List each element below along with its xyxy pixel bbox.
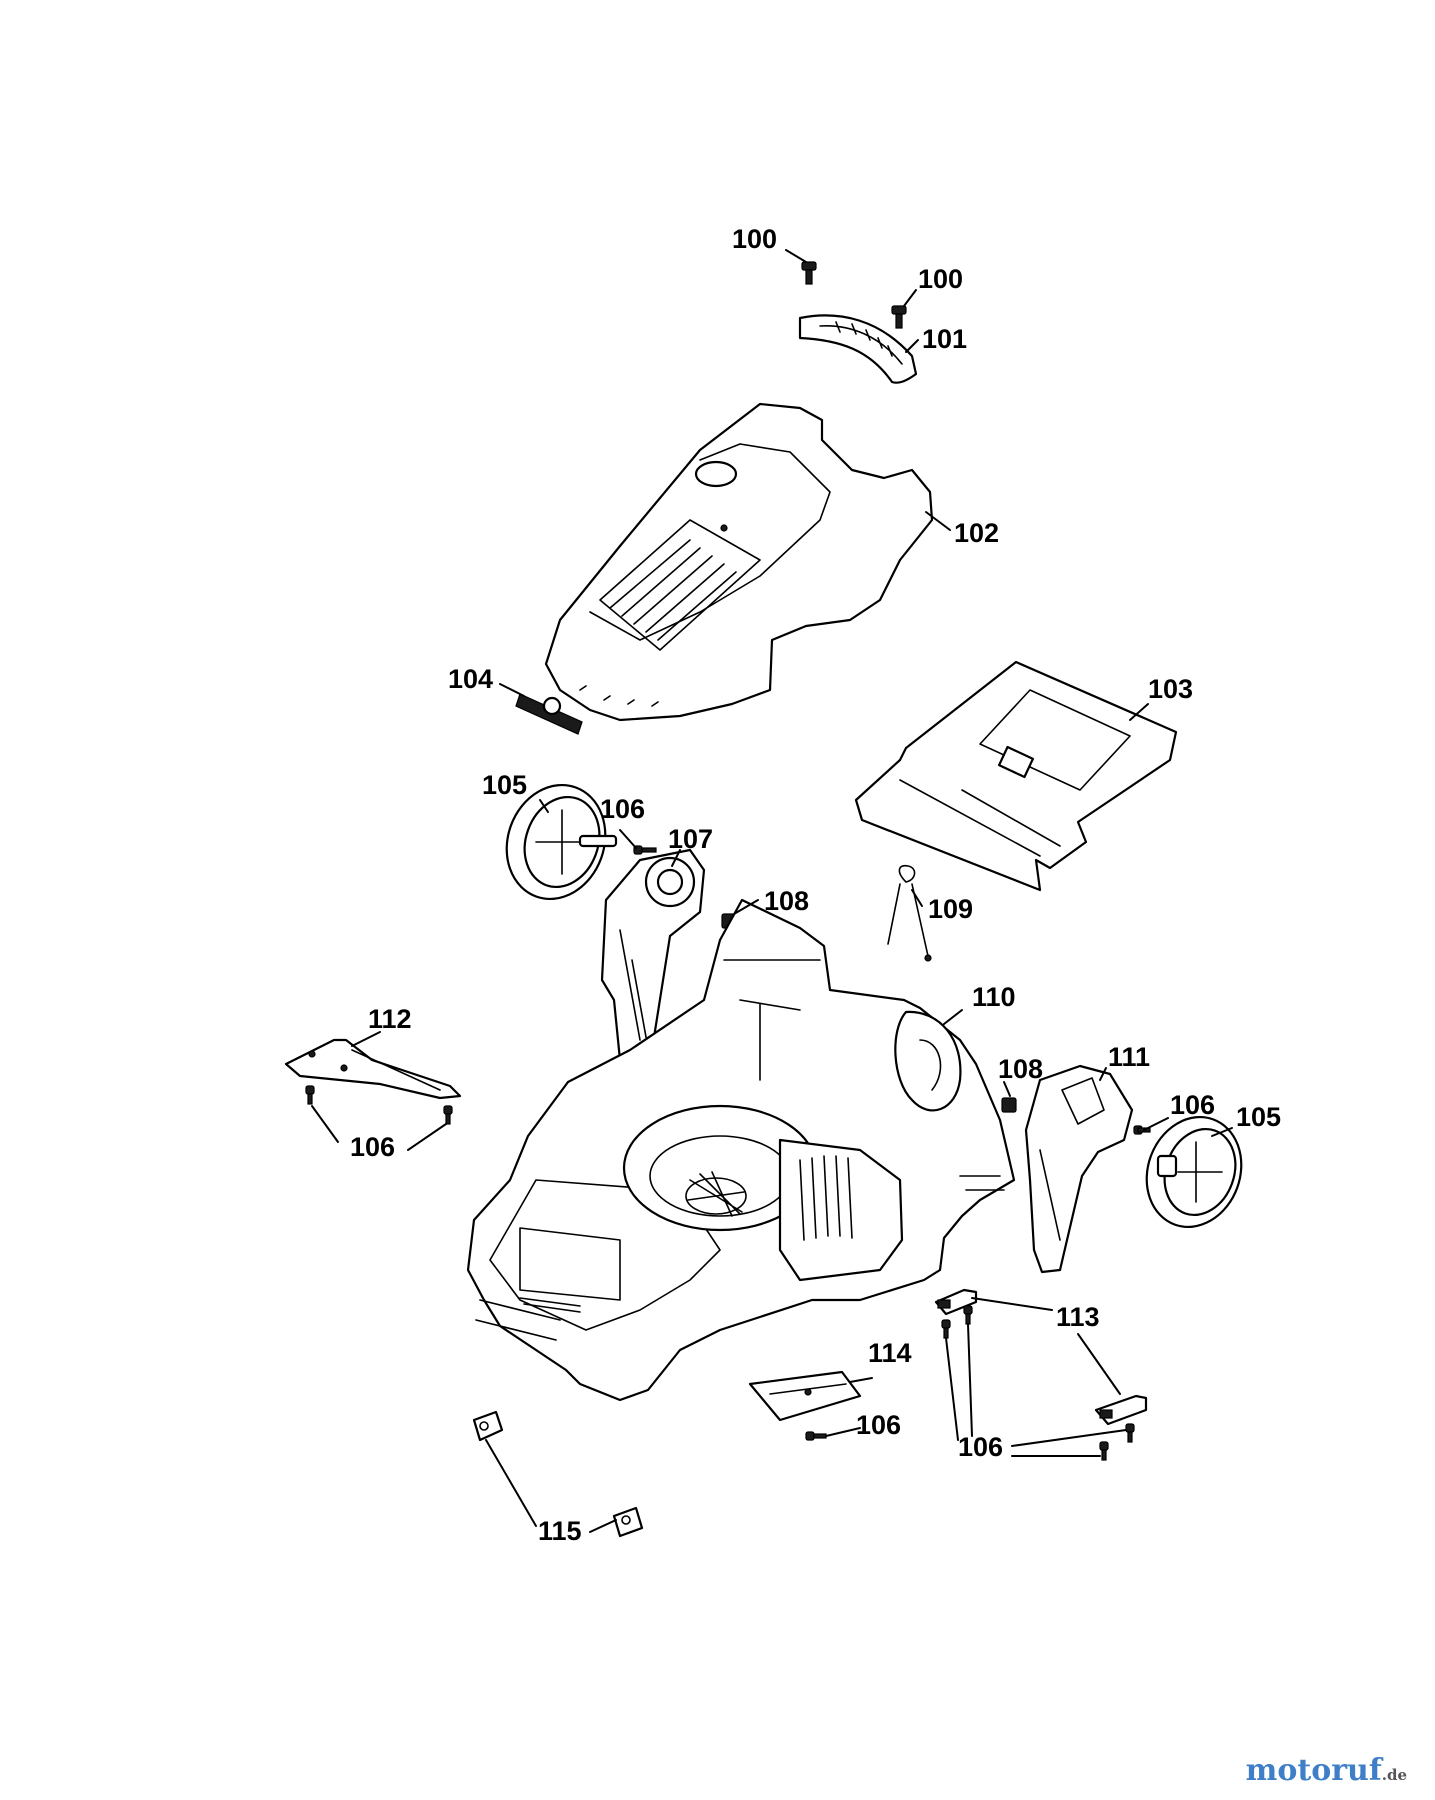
part-105-wheel-left	[505, 783, 618, 901]
callout-108-left: 108	[764, 886, 810, 916]
part-113-skid-upper	[934, 1288, 978, 1316]
callout-107: 107	[668, 824, 714, 854]
callout-108-right: 108	[998, 1054, 1044, 1084]
callout-105-left: 105	[482, 770, 528, 800]
part-100-screw-b	[891, 305, 907, 329]
part-102-upper-cover	[544, 402, 934, 722]
callout-106-under-112: 106	[350, 1132, 396, 1162]
part-106-screws-113	[941, 1305, 1135, 1461]
logo-tld: .de	[1381, 1766, 1407, 1784]
part-108-clip-right	[1001, 1097, 1017, 1113]
part-100-screw-a	[801, 261, 817, 285]
callout-100-b: 100	[918, 264, 964, 294]
callout-109: 109	[928, 894, 974, 924]
part-114-plate	[748, 1370, 862, 1422]
part-107-height-adjuster	[600, 848, 706, 1062]
callout-100-a: 100	[732, 224, 778, 254]
part-106-screw-near-107	[633, 845, 657, 855]
callout-113: 113	[1056, 1302, 1100, 1332]
callout-106-under-113: 106	[958, 1432, 1004, 1462]
callout-106-near-107: 106	[600, 794, 646, 824]
callout-114: 114	[868, 1338, 912, 1368]
callout-105-right: 105	[1236, 1102, 1282, 1132]
callout-111: 111	[1108, 1042, 1151, 1072]
part-106-screw-under-112-right	[443, 1105, 453, 1125]
part-106-screw-under-112-left	[305, 1085, 315, 1105]
callout-104: 104	[448, 664, 494, 694]
callout-110: 110	[972, 982, 1016, 1012]
part-115-clip-b	[612, 1506, 644, 1538]
part-113-skid-lower	[1094, 1394, 1148, 1426]
callout-112: 112	[368, 1004, 412, 1034]
motoruf-logo: motoruf.de	[1246, 1756, 1407, 1786]
part-104-clip	[515, 693, 583, 735]
callout-101: 101	[922, 324, 968, 354]
callout-106-under-114: 106	[856, 1410, 902, 1440]
part-106-screw-under-114	[805, 1431, 827, 1441]
part-105-wheel-right	[1145, 1115, 1243, 1229]
callout-115: 115	[538, 1516, 582, 1546]
part-112-bracket	[284, 1038, 462, 1100]
leader-lines	[311, 249, 1233, 1533]
part-110-main-deck	[466, 898, 1016, 1402]
callout-102: 102	[954, 518, 1000, 548]
part-109-spring	[887, 864, 932, 962]
part-103-rear-flap	[854, 660, 1178, 892]
callout-106-near-105: 106	[1170, 1090, 1216, 1120]
part-101-handle-grip	[798, 314, 918, 384]
logo-wordmark: motoruf	[1245, 1753, 1382, 1788]
part-111-height-adjuster	[1024, 1064, 1134, 1274]
part-115-clip-a	[472, 1410, 504, 1442]
callout-103: 103	[1148, 674, 1194, 704]
